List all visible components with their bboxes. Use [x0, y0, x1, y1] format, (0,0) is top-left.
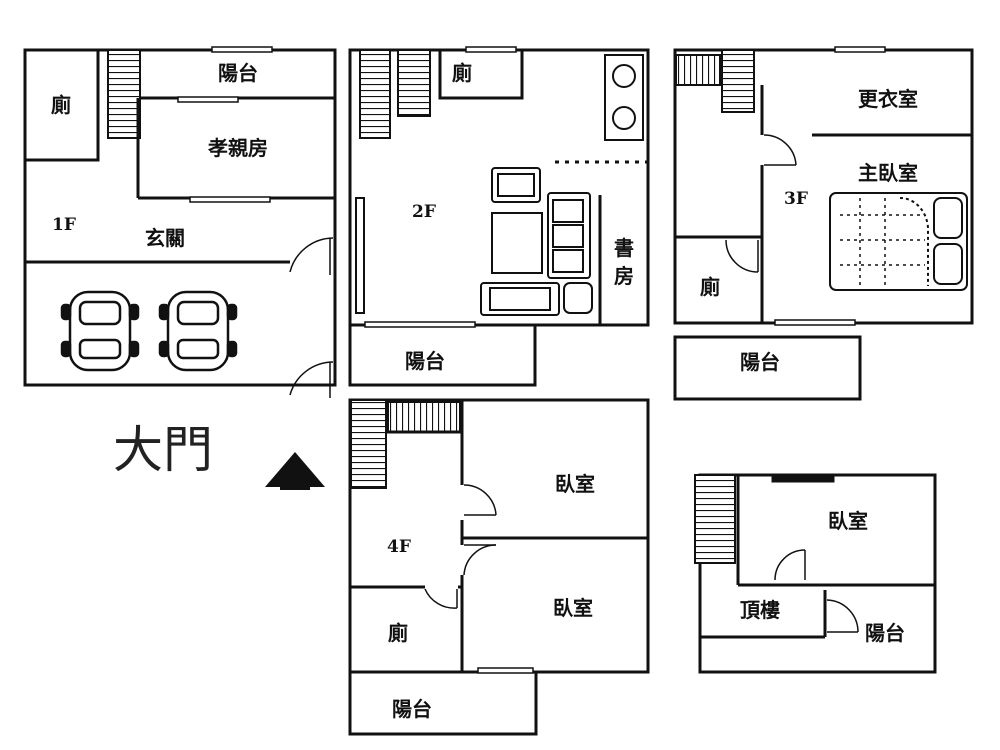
floor-1: [23, 46, 337, 398]
floor-3-staircase: [721, 49, 755, 113]
stove-icon: [604, 54, 644, 141]
roof-floor: [694, 473, 937, 674]
f2-floor-label: 2F: [412, 202, 436, 222]
f4-floor-label: 4F: [387, 537, 411, 557]
f4-bathroom-label: 廁: [388, 621, 408, 645]
entrance-arrow-icon: [265, 452, 325, 490]
floor-4-staircase: [350, 399, 387, 489]
floor-1-bathroom-walls: [23, 48, 100, 162]
floor-4-balcony-walls: [348, 670, 538, 736]
floor-2-staircase: [397, 49, 431, 117]
floor-2: [348, 46, 650, 387]
f3-master-bedroom-label: 主臥室: [858, 161, 918, 185]
floor-1-main-door: [289, 361, 334, 398]
car-icon: [60, 290, 140, 372]
floor-3-balcony-walls: [673, 335, 862, 401]
f3-balcony-label: 陽台: [740, 350, 780, 374]
roof-room-label: 頂樓: [740, 598, 780, 622]
f1-elder-room-label: 孝親房: [207, 136, 268, 160]
f1-balcony-label: 陽台: [218, 61, 258, 85]
floor-4: [348, 398, 650, 736]
floor-2-window: [355, 197, 365, 314]
f4-bedroom-a-label: 臥室: [555, 472, 595, 496]
f3-bathroom-label: 廁: [700, 275, 720, 299]
floor-4-staircase: [387, 401, 461, 433]
roof-door: [774, 549, 859, 633]
f3-dressing-room-label: 更衣室: [858, 87, 918, 111]
floor-1-outline: [23, 48, 337, 387]
bed-icon: [829, 192, 968, 291]
f2-balcony-label: 陽台: [405, 349, 445, 373]
floor-3-staircase: [675, 54, 721, 86]
sofa-icon: [480, 167, 593, 316]
f2-study-label-2: 房: [614, 264, 634, 288]
floor-3-door: [725, 134, 797, 273]
f3-floor-label: 3F: [784, 189, 808, 209]
floor-1-door: [289, 237, 334, 275]
floor-3: [673, 46, 974, 401]
f4-balcony-label: 陽台: [392, 697, 432, 721]
roof-bedroom-label: 臥室: [828, 509, 868, 533]
floor-4-door: [424, 484, 497, 609]
car-icon: [158, 290, 238, 372]
f1-floor-label: 1F: [52, 215, 76, 235]
floor-1-staircase: [107, 49, 141, 139]
f4-bedroom-b-label: 臥室: [553, 596, 593, 620]
roof-balcony-label: 陽台: [865, 621, 905, 645]
f1-foyer-label: 玄關: [145, 226, 185, 250]
roof-staircase: [694, 474, 736, 564]
floor-2-staircase: [359, 49, 391, 139]
f1-bathroom-label: 廁: [51, 93, 71, 117]
entrance-label: 大門: [113, 421, 213, 479]
f2-study-label-1: 書: [614, 236, 634, 260]
f2-bathroom-label: 廁: [452, 61, 472, 85]
